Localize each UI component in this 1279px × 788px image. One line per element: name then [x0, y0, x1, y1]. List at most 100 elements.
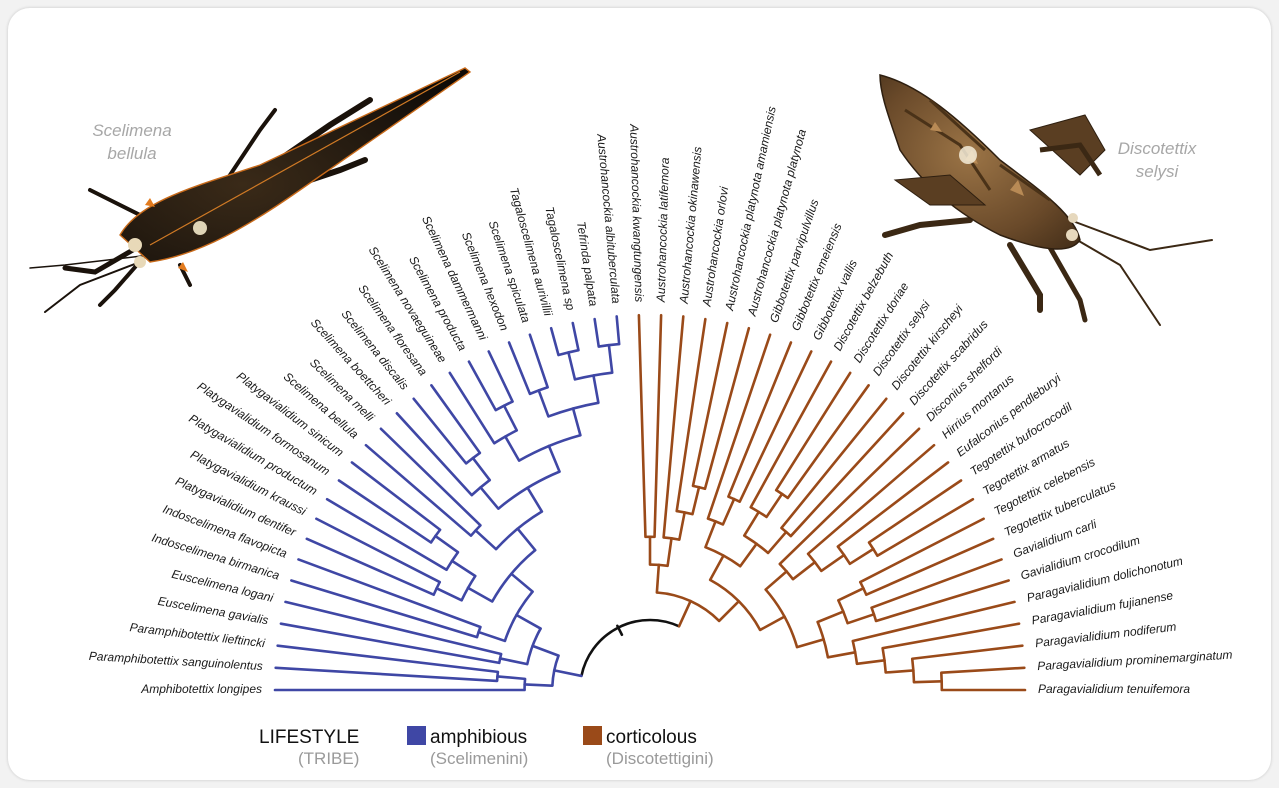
internal-branch [768, 532, 786, 553]
legend-label-amphibious: amphibious [430, 727, 527, 748]
right-specimen-species: selysi [1136, 162, 1180, 181]
internal-branch [914, 681, 942, 682]
internal-branch [593, 375, 598, 402]
legend-sub-corticolous: (Discotettigini) [606, 749, 714, 768]
clade-arc [496, 402, 513, 411]
right-specimen-genus: Discotettix [1118, 139, 1197, 158]
legend-swatch-corticolous [583, 726, 602, 745]
clade-arc [808, 554, 821, 571]
legend-label-corticolous: corticolous [606, 727, 697, 748]
internal-branch [679, 512, 684, 539]
internal-branch [479, 632, 505, 641]
internal-branch [705, 521, 715, 547]
terminal-branch [876, 580, 1009, 620]
clade-arc [751, 507, 767, 517]
clade-arc [776, 490, 788, 498]
internal-branch [710, 556, 723, 580]
terminal-branch [751, 362, 831, 508]
tip-label: Austrohancockia kwangtungensis [627, 123, 646, 302]
internal-branch [435, 536, 458, 552]
clade-arc [869, 542, 877, 555]
legend-title-sub: (TRIBE) [298, 749, 359, 768]
clade-arc [599, 344, 619, 346]
clade-arc [650, 565, 668, 566]
clade-arc [838, 547, 850, 564]
clade-arc [446, 552, 457, 570]
terminal-branch [883, 624, 1019, 649]
internal-branch [744, 512, 758, 536]
internal-branch [473, 458, 490, 480]
internal-branch [549, 446, 560, 472]
tip-label: Austrohancockia platynota amamiensis [722, 105, 779, 313]
internal-branch [516, 615, 540, 629]
terminal-branch [595, 319, 599, 346]
internal-branch [528, 488, 542, 512]
terminal-branch [693, 323, 727, 486]
clade-arc [664, 537, 680, 539]
internal-branch [760, 617, 784, 630]
internal-branch [719, 601, 739, 621]
internal-branch [476, 530, 496, 549]
terminal-branch [776, 373, 850, 490]
internal-branch [452, 561, 475, 576]
terminal-branch [469, 362, 496, 411]
clade-arc [497, 672, 498, 681]
internal-branch [848, 614, 874, 623]
internal-branch [657, 565, 659, 593]
internal-branch [500, 658, 527, 664]
internal-branch [468, 588, 492, 602]
internal-branch [850, 549, 873, 564]
internal-branch [857, 660, 885, 663]
terminal-branch [791, 413, 903, 536]
internal-branch [793, 562, 815, 579]
internal-branch [886, 670, 914, 672]
internal-branch [723, 499, 734, 524]
clade-arc [693, 486, 705, 489]
clade-arc [912, 659, 914, 682]
tip-label: Tefrinda palpata [574, 220, 601, 307]
clade-arc [677, 511, 693, 514]
internal-branch [518, 529, 536, 550]
tip-label: Amphibotettix longipes [140, 682, 262, 696]
scelimena-bellula-specimen [30, 68, 470, 312]
tip-label: Paragavialidium nodiferum [1034, 620, 1177, 651]
left-specimen-genus: Scelimena [92, 121, 171, 140]
terminal-branch [278, 646, 498, 672]
terminal-branch [298, 559, 480, 627]
tip-label: Paragavialidium tenuifemora [1038, 682, 1190, 696]
internal-branch [821, 555, 844, 571]
internal-branch [838, 588, 863, 600]
clade-arc [431, 530, 440, 543]
clade-arc [494, 430, 517, 443]
terminal-branch [941, 668, 1024, 673]
clade-arc [477, 627, 480, 637]
terminal-branch [655, 315, 662, 537]
terminal-branch [366, 445, 471, 536]
internal-branch [767, 494, 782, 517]
legend-title: LIFESTYLE [259, 727, 359, 748]
internal-branch [818, 612, 844, 622]
internal-branch [568, 352, 575, 379]
internal-branch [609, 345, 612, 373]
internal-branch [497, 676, 525, 678]
tip-label: Paramphibotettix sanguinolentus [88, 649, 263, 673]
terminal-branch [639, 315, 646, 537]
internal-branch [525, 684, 553, 685]
terminal-branch [617, 316, 619, 344]
terminal-branch [285, 602, 501, 654]
clade-arc [941, 673, 942, 690]
internal-branch [797, 639, 824, 647]
terminal-branch [551, 328, 558, 355]
terminal-branch [414, 399, 466, 464]
internal-branch [481, 487, 499, 508]
internal-branch [668, 538, 672, 565]
terminal-branch [573, 323, 579, 350]
internal-branch [539, 390, 549, 416]
legend-sub-amphibious: (Scelimenini) [430, 749, 528, 768]
clade-arc [462, 576, 476, 600]
internal-branch [533, 646, 559, 656]
tip-label: Paragavialidium prominemarginatum [1037, 648, 1233, 674]
terminal-branch [781, 399, 886, 528]
